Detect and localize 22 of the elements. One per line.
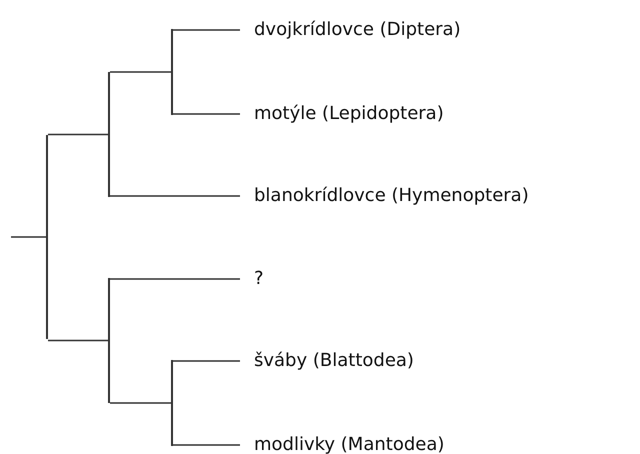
clade-line	[46, 135, 48, 339]
branch-line	[110, 278, 240, 280]
branch-line	[173, 444, 240, 446]
taxon-label: modlivky (Mantodea)	[240, 434, 444, 454]
branch-line	[173, 360, 240, 362]
taxon-label: motýle (Lepidoptera)	[240, 103, 444, 125]
clade-line	[171, 29, 173, 115]
taxon-label: ?	[240, 268, 264, 290]
branch-line	[110, 195, 240, 197]
branch-line	[110, 402, 171, 404]
taxon-label: šváby (Blattodea)	[240, 350, 414, 372]
taxon-label: dvojkrídlovce (Diptera)	[240, 19, 461, 41]
branch-line	[110, 71, 171, 73]
taxon-label: blanokrídlovce (Hymenoptera)	[240, 185, 529, 207]
branch-line	[173, 113, 240, 115]
clade-line	[171, 360, 173, 446]
branch-line	[173, 29, 240, 31]
clade-line	[108, 278, 110, 403]
clade-line	[108, 72, 110, 197]
branch-line	[48, 340, 108, 342]
branch-line	[48, 134, 108, 136]
branch-line	[11, 236, 46, 238]
